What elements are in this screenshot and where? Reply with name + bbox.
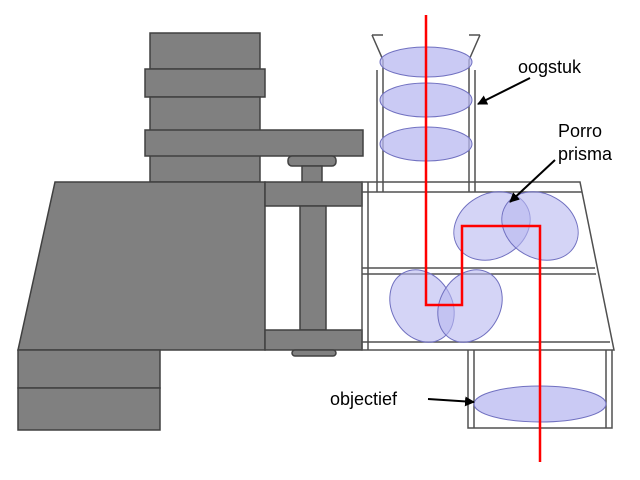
- prism-label-line-1: Porro: [558, 121, 602, 141]
- eyepiece-arrow-icon: [477, 77, 531, 105]
- prism-arrow-icon: [509, 159, 556, 203]
- eyepiece-label: oogstuk: [518, 57, 582, 77]
- porro-prisms: [389, 191, 579, 343]
- right-prism-housing-outline: [361, 181, 615, 351]
- hinge-bridge: [144, 129, 364, 157]
- left-objective-ring: [17, 349, 161, 389]
- left-binocular-body: [17, 32, 364, 431]
- lower-prism-half-b: [437, 269, 503, 343]
- left-eyepiece-cap: [149, 32, 261, 70]
- objective-arrow-icon: [427, 396, 475, 407]
- axle-bottom-plate: [264, 329, 363, 351]
- left-prism-housing: [17, 181, 266, 351]
- prism-label-line-2: prisma: [558, 144, 613, 164]
- left-eyepiece-ring: [144, 68, 266, 98]
- axle-top-plate: [264, 181, 363, 207]
- axle-bottom-knob: [291, 349, 337, 357]
- light-ray-path: [424, 15, 542, 462]
- axle-shaft: [299, 205, 327, 331]
- objective-label: objectief: [330, 389, 398, 409]
- left-objective-barrel: [17, 387, 161, 431]
- focus-knob: [287, 155, 337, 167]
